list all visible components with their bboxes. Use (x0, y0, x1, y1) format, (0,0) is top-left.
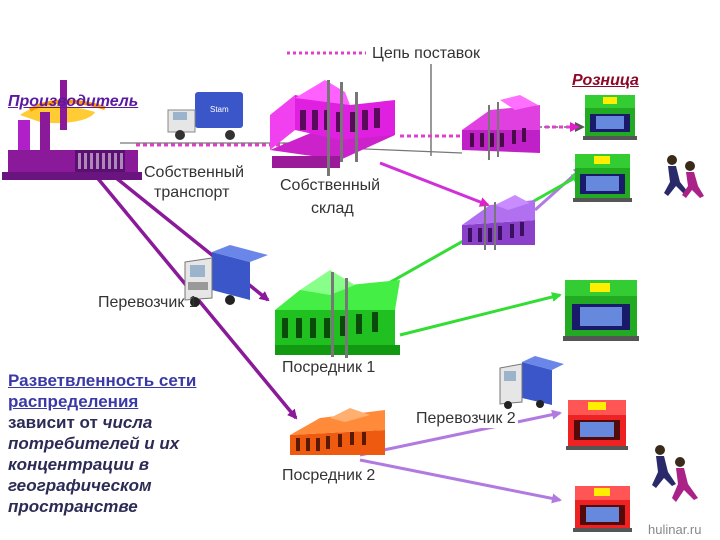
retail-label: Розница (572, 72, 639, 89)
shop-icon (563, 280, 639, 341)
shop-icon (573, 154, 632, 202)
van-text: Stam (210, 105, 229, 114)
note-line-2: распределения (8, 392, 139, 411)
intermediary2-to-shop4-arrow (359, 409, 562, 457)
note-line-4: потребителей и их (8, 434, 180, 453)
own-transport-label-line1: Собственный (142, 163, 247, 182)
shop-icon (566, 400, 628, 450)
note-line-6: географическом (8, 476, 152, 495)
network-branching-note: Разветвленность сети распределения завис… (8, 370, 270, 517)
truck-icon (499, 356, 564, 409)
note-line-5: концентрации в (8, 455, 150, 474)
warehouse-to-depot2-arrow (379, 161, 490, 207)
own-warehouse-label-line1: Собственный (278, 176, 383, 195)
legend-label: Цепь поставок (372, 45, 481, 62)
warehouse-icon (275, 270, 400, 358)
warehouse-icon (462, 195, 535, 250)
watermark: hulinar.ru (648, 522, 702, 537)
shop-icon (573, 486, 632, 532)
note-line-3: зависит от числа (8, 412, 270, 433)
warehouse-icon (270, 80, 395, 180)
intermediary2-to-shop5-arrow (359, 458, 562, 504)
factory-icon (2, 80, 142, 180)
producer-label: Производитель (8, 93, 139, 110)
warehouse-icon (462, 95, 540, 160)
intermediary2-label: Посредник 2 (280, 466, 378, 485)
intermediary1-to-shop3-arrow (399, 292, 562, 337)
intermediary1-label: Посредник 1 (280, 358, 378, 377)
warehouse-icon (290, 408, 385, 455)
shop-icon (583, 95, 637, 140)
truck-icon (184, 245, 268, 307)
note-line-1: Разветвленность сети (8, 371, 197, 390)
shoppers-icon (652, 445, 698, 502)
van-icon: Stam (167, 92, 243, 140)
depot2-to-shop2-arrow (534, 166, 584, 212)
note-line-7: пространстве (8, 497, 138, 516)
shoppers-icon (664, 155, 704, 198)
carrier1-label: Перевозчик 1 (98, 294, 198, 311)
note-line-3a: зависит от (8, 413, 103, 432)
note-line-3b: числа (102, 413, 153, 432)
own-transport-label-line2: транспорт (152, 183, 232, 202)
carrier2-label: Перевозчик 2 (414, 409, 518, 428)
own-warehouse-label-line2: склад (309, 199, 356, 218)
